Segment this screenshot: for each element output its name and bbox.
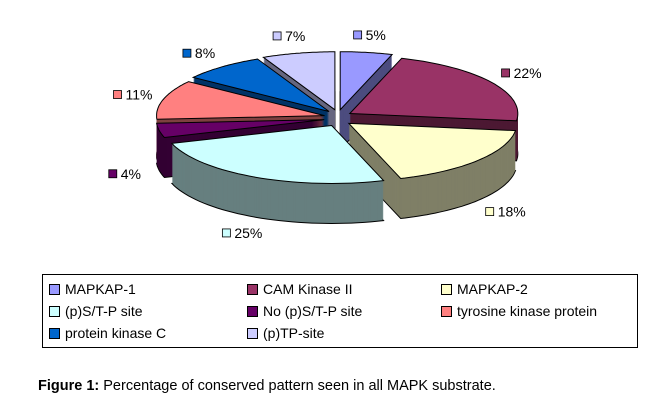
- legend-label: (p)S/T-P site: [65, 303, 143, 319]
- label-swatch: [353, 30, 363, 40]
- legend-item: CAM Kinase II: [247, 281, 352, 297]
- figure-caption: Figure 1: Percentage of conserved patter…: [38, 378, 496, 394]
- data-label: 5%: [353, 27, 386, 43]
- legend-swatch: [247, 327, 258, 339]
- legend-swatch: [49, 327, 60, 339]
- data-label-text: 18%: [498, 204, 526, 220]
- legend-swatch: [49, 305, 60, 317]
- legend-item: protein kinase C: [49, 325, 166, 341]
- legend-item: No (p)S/T-P site: [247, 303, 362, 319]
- legend-label: tyrosine kinase protein: [457, 303, 598, 319]
- legend-label: MAPKAP-2: [457, 281, 528, 297]
- legend-item: MAPKAP-2: [441, 281, 528, 297]
- data-label: 4%: [108, 166, 141, 182]
- label-swatch: [182, 48, 192, 58]
- caption-label: Figure 1:: [38, 378, 100, 394]
- legend-swatch: [441, 283, 452, 295]
- data-label-text: 8%: [195, 45, 215, 61]
- data-label: 8%: [182, 45, 215, 61]
- data-label: 11%: [113, 87, 152, 103]
- pie-chart: 5% 22% 18% 25% 4% 11% 8% 7%: [108, 27, 542, 241]
- legend-item: (p)S/T-P site: [49, 303, 143, 319]
- legend: MAPKAP-1 CAM Kinase II MAPKAP-2 (p)S/T-P si…: [42, 274, 638, 348]
- legend-item: tyrosine kinase protein: [441, 303, 597, 319]
- label-swatch: [501, 68, 510, 78]
- data-label: 18%: [485, 204, 526, 220]
- pie-slice-mapkap-2: [347, 122, 517, 220]
- caption-text: Percentage of conserved pattern seen in …: [99, 378, 496, 394]
- legend-label: MAPKAP-1: [65, 281, 136, 297]
- data-label: 25%: [221, 225, 262, 241]
- data-label-text: 11%: [125, 87, 152, 103]
- legend-label: (p)TP-site: [263, 325, 325, 341]
- legend-swatch: [247, 305, 258, 317]
- legend-swatch: [49, 283, 60, 295]
- legend-label: No (p)S/T-P site: [263, 303, 363, 319]
- data-label: 7%: [272, 28, 305, 44]
- label-swatch: [113, 90, 122, 99]
- data-label: 22%: [501, 65, 542, 81]
- legend-label: protein kinase C: [65, 325, 167, 341]
- data-label-text: 22%: [514, 65, 542, 81]
- data-label-text: 5%: [366, 27, 386, 43]
- data-label-text: 25%: [234, 225, 262, 241]
- legend-swatch: [247, 283, 258, 295]
- legend-label: CAM Kinase II: [263, 281, 353, 297]
- data-label-text: 4%: [121, 166, 141, 182]
- legend-swatch: [441, 305, 452, 317]
- label-swatch: [485, 207, 495, 217]
- label-swatch: [272, 31, 282, 41]
- pie-slice--p-s-t-p-site: [170, 124, 385, 225]
- label-swatch: [221, 228, 231, 238]
- data-label-text: 7%: [285, 28, 305, 44]
- legend-item: (p)TP-site: [247, 325, 324, 341]
- legend-item: MAPKAP-1: [49, 281, 136, 297]
- label-swatch: [108, 169, 118, 179]
